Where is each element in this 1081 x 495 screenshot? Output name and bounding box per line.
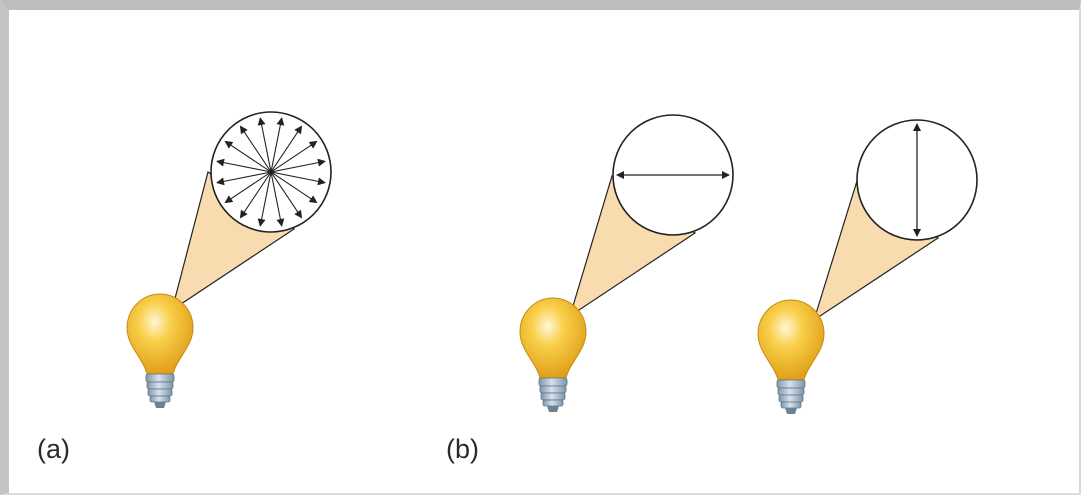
panel-a <box>127 112 331 408</box>
panel-b-horizontal <box>520 115 733 412</box>
panel-label-a: (a) <box>37 436 70 463</box>
panel-label-b: (b) <box>446 436 479 463</box>
lightbulb-icon <box>127 294 193 408</box>
panel-b-vertical <box>758 120 977 414</box>
lightbulb-icon <box>520 298 586 412</box>
lightbulb-icon <box>758 300 824 414</box>
